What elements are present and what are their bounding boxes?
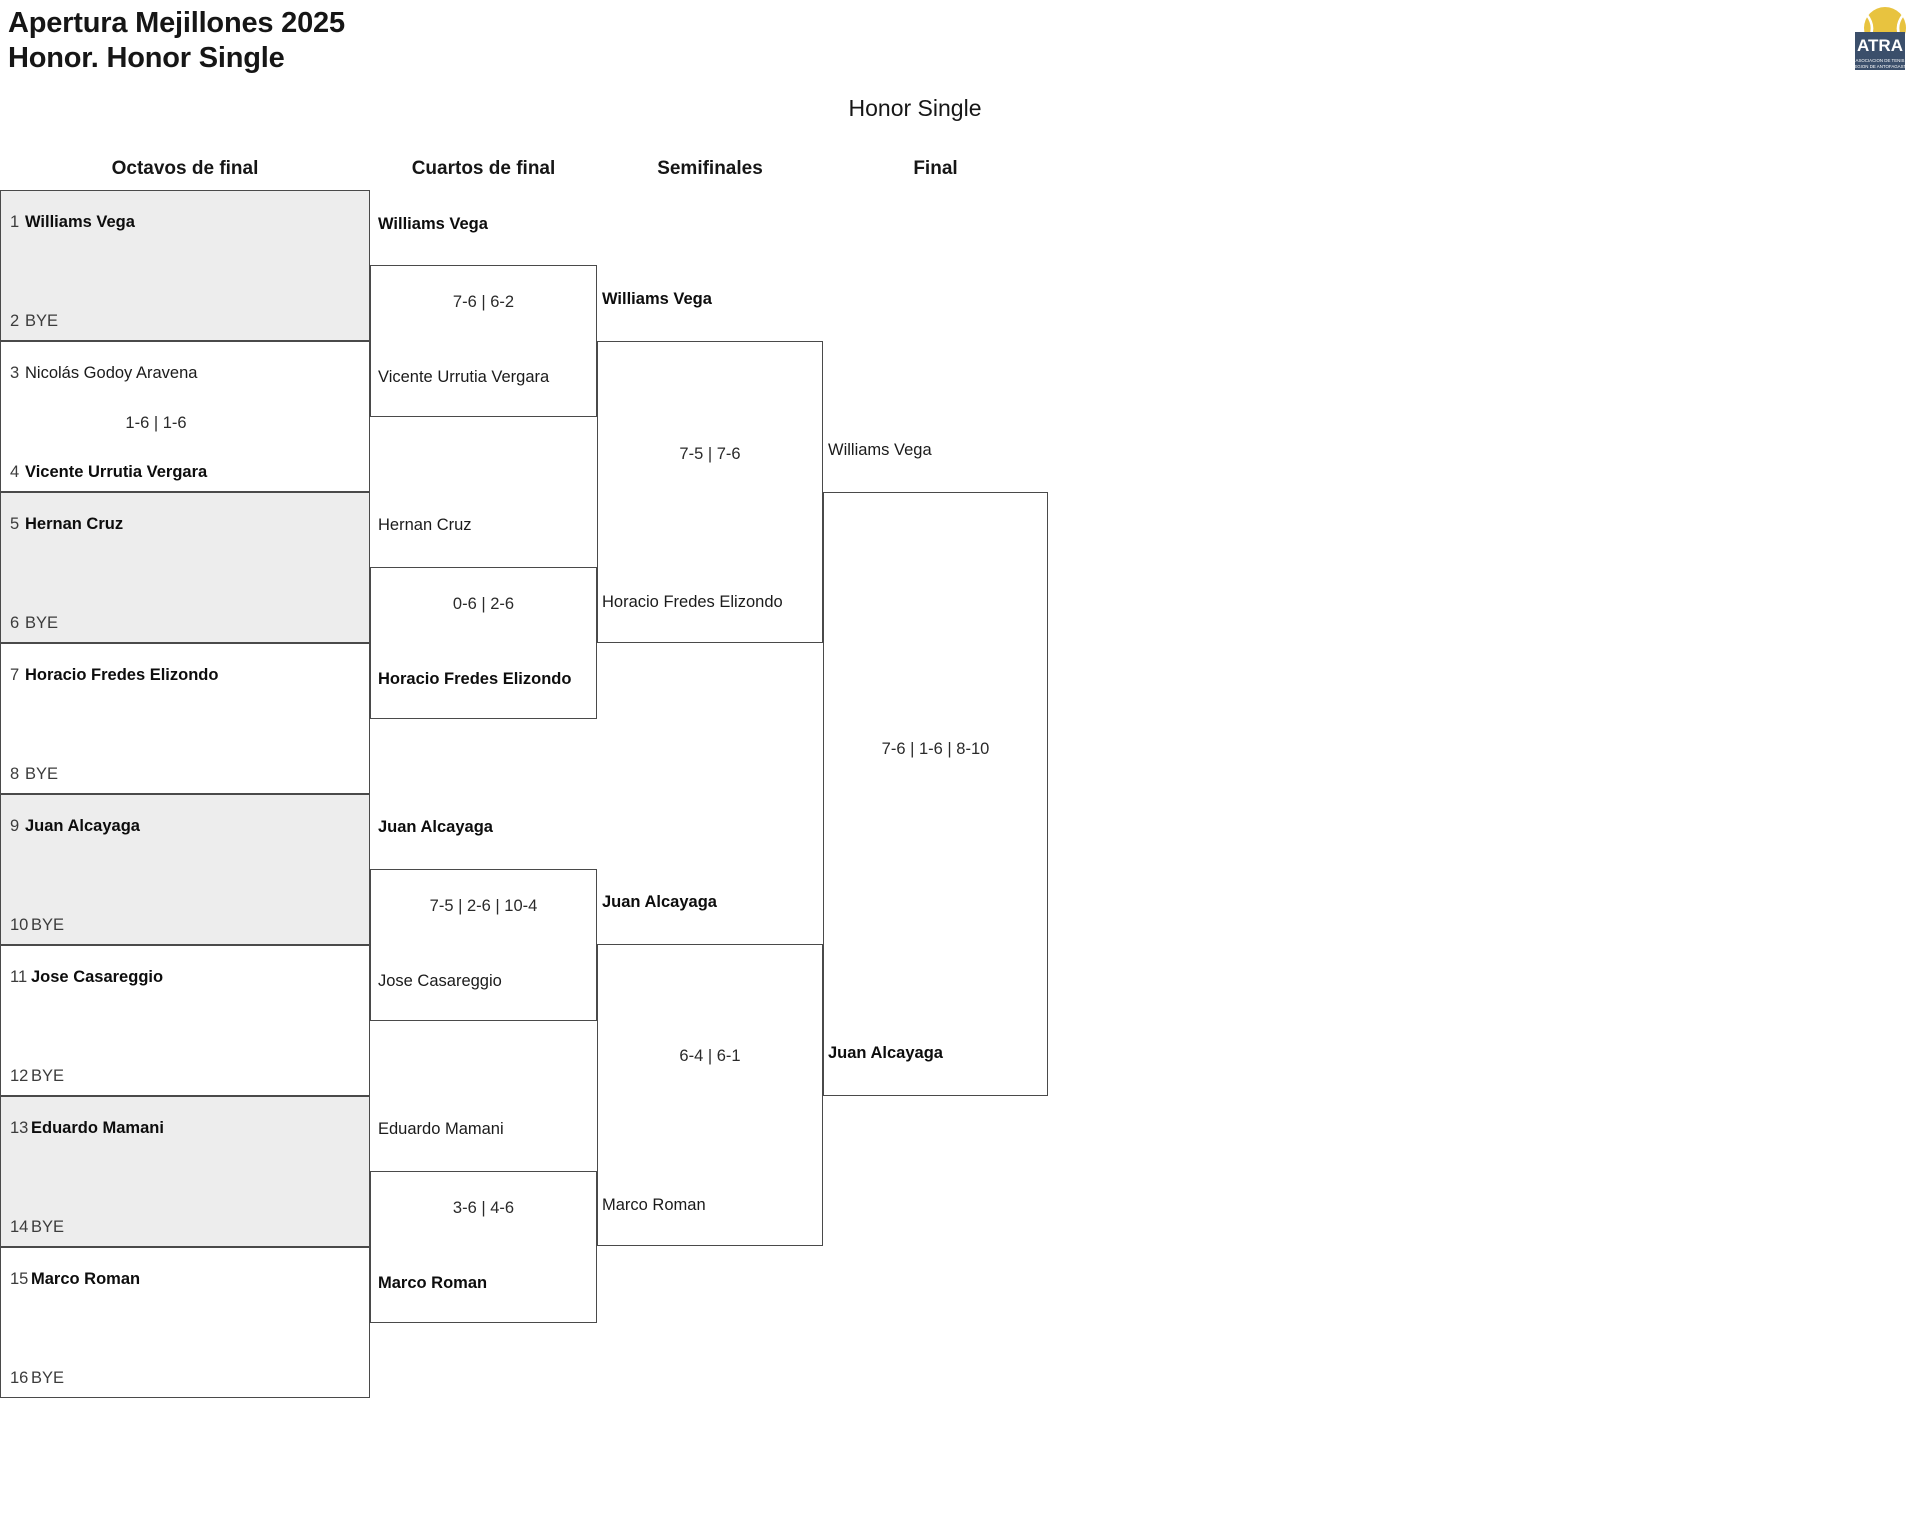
r3-player-bottom: Horacio Fredes Elizondo <box>602 593 783 611</box>
seed-16: 16 <box>10 1369 29 1387</box>
seed-9: 9 <box>10 817 20 835</box>
seed-6: 6 <box>10 614 20 632</box>
r2-player-top: Eduardo Mamani <box>378 1120 504 1138</box>
r2-player-top: Williams Vega <box>378 215 488 233</box>
player-name: Hernan Cruz <box>25 515 124 533</box>
r1-match-4[interactable]: 7 Horacio Fredes Elizondo 8 BYE <box>0 643 370 794</box>
svg-text:ASOCIACION DE TENIS: ASOCIACION DE TENIS <box>1856 58 1905 63</box>
r2-match-1[interactable] <box>370 265 597 417</box>
r2-player-bottom: Horacio Fredes Elizondo <box>378 670 572 688</box>
r1-match-1[interactable]: 1 Williams Vega 2 BYE <box>0 190 370 341</box>
player-name: BYE <box>31 1369 65 1387</box>
seed-15: 15 <box>10 1270 29 1288</box>
r2-match-2[interactable] <box>370 567 597 719</box>
seed-2: 2 <box>10 312 20 330</box>
r4-player-top: Williams Vega <box>828 441 932 459</box>
match-score: 1-6 | 1-6 <box>125 414 187 432</box>
r2-player-top: Juan Alcayaga <box>378 818 493 836</box>
r2-player-bottom: Jose Casareggio <box>378 972 502 990</box>
r1-match-7[interactable]: 13 Eduardo Mamani 14 BYE <box>0 1096 370 1247</box>
player-name: Jose Casareggio <box>31 968 164 986</box>
r1-match-3[interactable]: 5 Hernan Cruz 6 BYE <box>0 492 370 643</box>
match-score: 7-6 | 6-2 <box>452 293 515 311</box>
player-name: Vicente Urrutia Vergara <box>25 463 208 481</box>
player-name: BYE <box>25 312 59 330</box>
match-score: 6-4 | 6-1 <box>679 1047 741 1065</box>
r1-match-8[interactable]: 15 Marco Roman 16 BYE <box>0 1247 370 1398</box>
player-name: Horacio Fredes Elizondo <box>25 666 219 684</box>
round-header-octavos: Octavos de final <box>111 158 259 179</box>
match-score: 7-5 | 7-6 <box>679 445 741 463</box>
atra-logo-icon: ATRA ASOCIACION DE TENIS REGION DE ANTOF… <box>1851 7 1909 70</box>
seed-13: 13 <box>10 1119 29 1137</box>
player-name: BYE <box>31 1218 65 1236</box>
player-name: Nicolás Godoy Aravena <box>25 364 198 382</box>
r1-match-2[interactable]: 3 Nicolás Godoy Aravena 4 Vicente Urruti… <box>0 341 370 492</box>
seed-12: 12 <box>10 1067 29 1085</box>
player-name: Williams Vega <box>25 213 135 231</box>
match-score: 7-6 | 1-6 | 8-10 <box>881 740 990 758</box>
r2-match-3[interactable] <box>370 869 597 1021</box>
round-header-cuartos: Cuartos de final <box>411 158 556 179</box>
player-name: BYE <box>25 765 59 783</box>
r3-player-top: Juan Alcayaga <box>602 893 717 911</box>
seed-10: 10 <box>10 916 29 934</box>
r2-player-top: Hernan Cruz <box>378 516 472 534</box>
player-name: Eduardo Mamani <box>31 1119 164 1137</box>
r3-match-2[interactable] <box>597 944 823 1246</box>
round-header-semifinales: Semifinales <box>657 158 763 179</box>
player-name: BYE <box>31 1067 65 1085</box>
round-header-final: Final <box>913 158 958 179</box>
svg-text:REGION DE ANTOFAGASTA: REGION DE ANTOFAGASTA <box>1851 64 1909 69</box>
player-name: BYE <box>31 916 65 934</box>
r1-match-6[interactable]: 11 Jose Casareggio 12 BYE <box>0 945 370 1096</box>
player-name: Juan Alcayaga <box>25 817 140 835</box>
match-score: 3-6 | 4-6 <box>452 1199 515 1217</box>
r2-match-4[interactable] <box>370 1171 597 1323</box>
atra-logo: ATRA ASOCIACION DE TENIS REGION DE ANTOF… <box>1843 2 1915 80</box>
seed-5: 5 <box>10 515 20 533</box>
page-title: Apertura Mejillones 2025 Honor. Honor Si… <box>8 7 345 75</box>
seed-8: 8 <box>10 765 20 783</box>
r1-match-5[interactable]: 9 Juan Alcayaga 10 BYE <box>0 794 370 945</box>
seed-3: 3 <box>10 364 20 382</box>
r4-match-final[interactable] <box>823 492 1048 1096</box>
match-score: 0-6 | 2-6 <box>452 595 515 613</box>
match-score: 7-5 | 2-6 | 10-4 <box>429 897 538 915</box>
seed-4: 4 <box>10 463 20 481</box>
r4-player-bottom-champion: Juan Alcayaga <box>828 1044 943 1062</box>
seed-1: 1 <box>10 213 20 231</box>
r2-player-bottom: Marco Roman <box>378 1274 488 1292</box>
seed-11: 11 <box>10 968 28 986</box>
player-name: Marco Roman <box>31 1270 141 1288</box>
r3-player-top: Williams Vega <box>602 290 712 308</box>
seed-7: 7 <box>10 666 20 684</box>
draw-title: Honor Single <box>848 95 982 121</box>
r3-player-bottom: Marco Roman <box>602 1196 706 1214</box>
player-name: BYE <box>25 614 59 632</box>
r2-player-bottom: Vicente Urrutia Vergara <box>378 368 550 386</box>
r3-match-1[interactable] <box>597 341 823 643</box>
svg-text:ATRA: ATRA <box>1857 36 1903 55</box>
seed-14: 14 <box>10 1218 29 1236</box>
